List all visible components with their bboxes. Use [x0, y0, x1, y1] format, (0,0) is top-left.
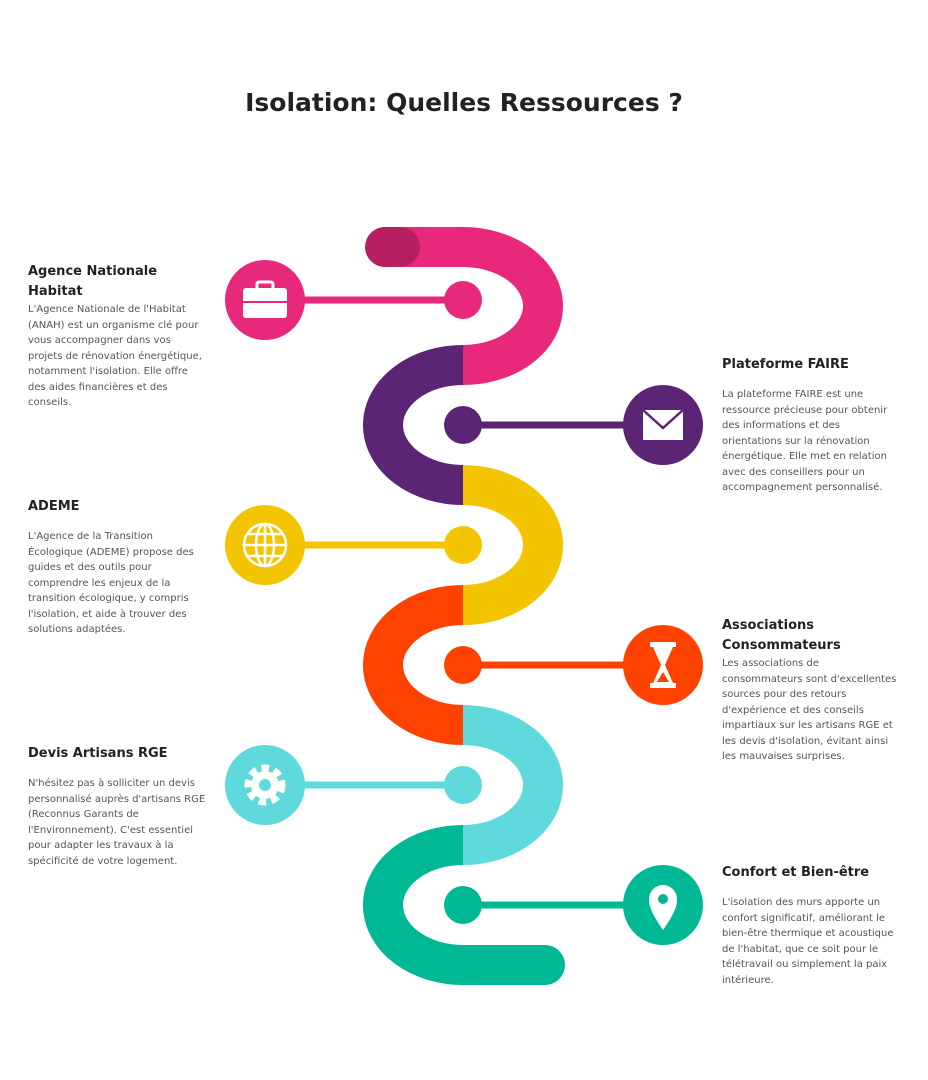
- path-segment-pink: [385, 227, 563, 385]
- globe-icon: [225, 505, 305, 585]
- item-text: L'Agence de la Transition Écologique (AD…: [28, 531, 194, 635]
- dot-orange: [444, 646, 482, 684]
- gear-icon: [225, 745, 305, 825]
- dot-yellow: [444, 526, 482, 564]
- dot-purple: [444, 406, 482, 444]
- item-title: ADEME: [28, 499, 80, 514]
- envelope-icon: [623, 385, 703, 465]
- path-segment-yellow: [462, 465, 563, 625]
- location-pin-icon: [623, 865, 703, 945]
- item-confort: Confort et Bien-être L'isolation des mur…: [722, 863, 902, 988]
- hourglass-icon: [623, 625, 703, 705]
- item-text: L'isolation des murs apporte un confort …: [722, 897, 894, 986]
- item-title: Plateforme FAIRE: [722, 357, 849, 372]
- dot-teal: [444, 886, 482, 924]
- item-text: N'hésitez pas à solliciter un devis pers…: [28, 778, 206, 867]
- page-title: Isolation: Quelles Ressources ?: [245, 88, 683, 117]
- dot-cyan: [444, 766, 482, 804]
- item-text: L'Agence Nationale de l'Habitat (ANAH) e…: [28, 304, 202, 408]
- path-segment-orange: [363, 585, 464, 745]
- path-segment-purple: [363, 345, 464, 505]
- item-text: La plateforme FAIRE est une ressource pr…: [722, 389, 888, 493]
- item-title: Agence Nationale Habitat: [28, 264, 158, 299]
- dot-pink: [444, 281, 482, 319]
- item-title: Devis Artisans RGE: [28, 746, 168, 761]
- item-anah: Agence Nationale Habitat L'Agence Nation…: [28, 262, 208, 411]
- item-faire: Plateforme FAIRE La plateforme FAIRE est…: [722, 355, 902, 496]
- item-ademe: ADEME L'Agence de la Transition Écologiq…: [28, 497, 208, 638]
- item-title: Confort et Bien-être: [722, 865, 870, 880]
- path-segment-teal: [363, 825, 545, 985]
- path-segment-cyan: [462, 705, 563, 865]
- briefcase-icon: [225, 260, 305, 340]
- item-title: Associations Consommateurs: [722, 618, 841, 653]
- item-text: Les associations de consommateurs sont d…: [722, 658, 897, 762]
- item-associations: Associations Consommateurs Les associati…: [722, 616, 902, 765]
- item-devis-rge: Devis Artisans RGE N'hésitez pas à solli…: [28, 744, 208, 869]
